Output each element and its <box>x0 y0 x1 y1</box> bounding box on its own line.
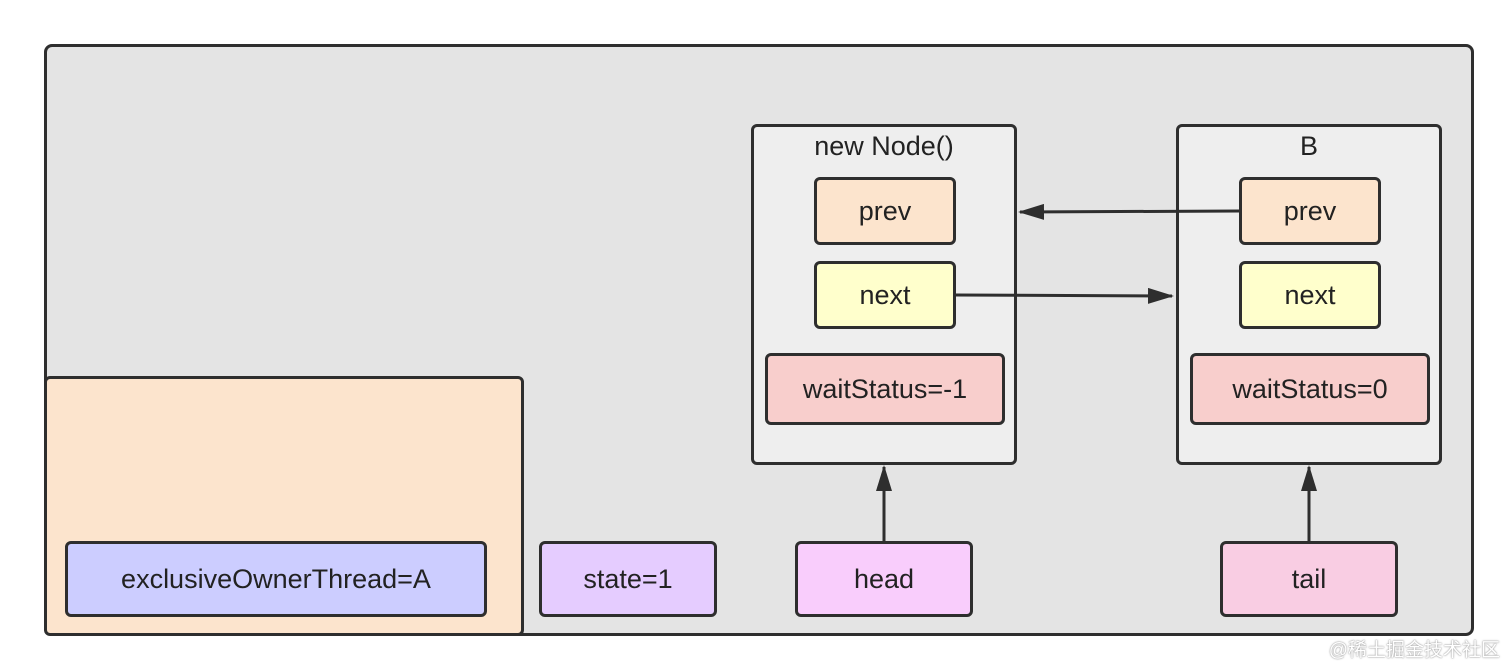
new-node-title: new Node() <box>814 131 954 161</box>
new-node-prev: prev <box>814 177 956 245</box>
new-node-wait-status: waitStatus=-1 <box>765 353 1005 425</box>
new-node-next: next <box>814 261 956 329</box>
exclusive-owner-thread: exclusiveOwnerThread=A <box>65 541 487 617</box>
watermark: @稀土掘金技术社区 <box>1328 640 1500 661</box>
head-pointer: head <box>795 541 973 617</box>
tail-pointer: tail <box>1220 541 1398 617</box>
b-node-title: B <box>1299 131 1318 161</box>
b-node-wait-status: waitStatus=0 <box>1190 353 1430 425</box>
b-node-prev: prev <box>1239 177 1381 245</box>
state-field: state=1 <box>539 541 717 617</box>
b-node-next: next <box>1239 261 1381 329</box>
